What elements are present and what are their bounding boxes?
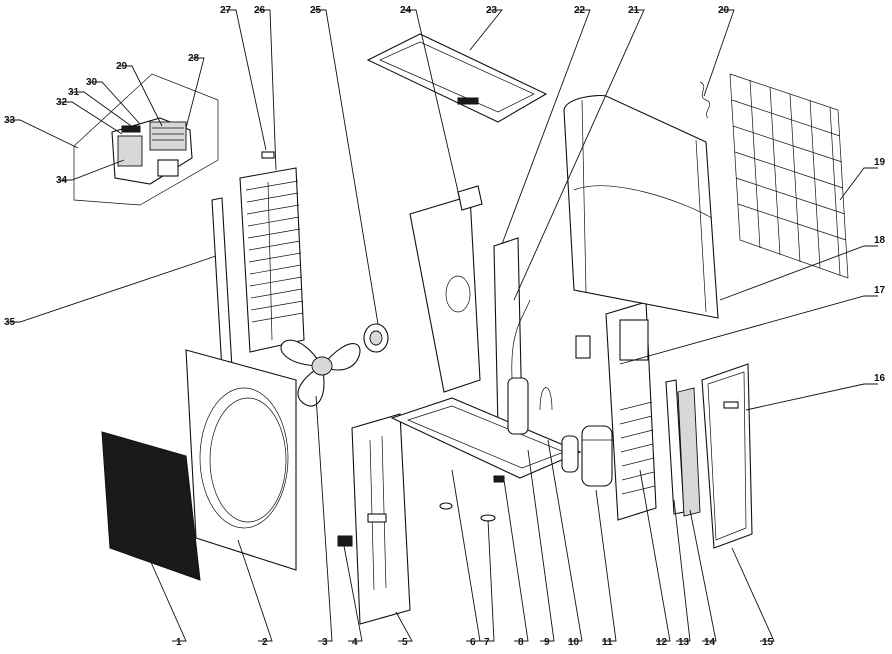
callout-16: 16 [874,373,886,384]
condenser-coil-18 [563,94,719,319]
callout-26: 26 [254,5,266,16]
callout-2: 2 [262,637,268,648]
back-guard-19 [729,73,849,279]
callout-24: 24 [400,5,412,16]
callout-1: 1 [176,637,182,648]
callout-29: 29 [116,61,128,72]
callout-20: 20 [718,5,730,16]
front-grille-1 [101,431,201,581]
terminal-block-14 [665,379,701,517]
control-box-inset [73,73,219,206]
callout-5: 5 [402,637,408,648]
callout-18: 18 [874,235,886,246]
right-panel-15 [701,363,753,549]
callout-4: 4 [352,637,358,648]
callout-34: 34 [56,175,68,186]
leader-lines [6,9,878,642]
liquid-tank-8 [507,299,553,435]
front-frame-2 [185,349,297,571]
callout-32: 32 [56,97,68,108]
callout-6: 6 [470,637,476,648]
base-pan-6 [390,397,582,483]
wire-20 [699,81,711,119]
callout-9: 9 [544,637,550,648]
partition-24 [409,185,523,429]
callout-28: 28 [188,53,200,64]
bracket-4 [337,535,353,547]
callout-23: 23 [486,5,498,16]
callout-14: 14 [704,637,716,648]
callout-12: 12 [656,637,668,648]
callout-3: 3 [322,637,328,648]
callout-33: 33 [4,115,16,126]
callout-numbers: 1 2 3 4 5 6 7 8 9 10 11 12 13 14 15 16 1… [4,5,886,648]
cap-7a [439,502,453,510]
callout-21: 21 [628,5,640,16]
side-panel-12 [605,301,657,521]
callout-17: 17 [874,285,886,296]
clip-27-shape [261,151,275,159]
compressor-11 [561,425,613,487]
callout-8: 8 [518,637,524,648]
side-strip-35 [211,197,233,371]
callout-25: 25 [310,5,322,16]
callout-35: 35 [4,317,16,328]
louvre-panel-26 [239,167,305,353]
callout-15: 15 [762,637,774,648]
callout-10: 10 [568,637,580,648]
top-cover-23 [366,33,548,123]
callout-30: 30 [86,77,98,88]
callout-11: 11 [602,637,613,648]
callout-13: 13 [678,637,690,648]
side-panel-5 [351,413,411,625]
fan-blade-3 [280,339,361,407]
callout-7: 7 [484,637,490,648]
callout-27: 27 [220,5,232,16]
callout-19: 19 [874,157,886,168]
callout-22: 22 [574,5,586,16]
fan-motor-25 [363,323,389,353]
callout-31: 31 [68,87,80,98]
